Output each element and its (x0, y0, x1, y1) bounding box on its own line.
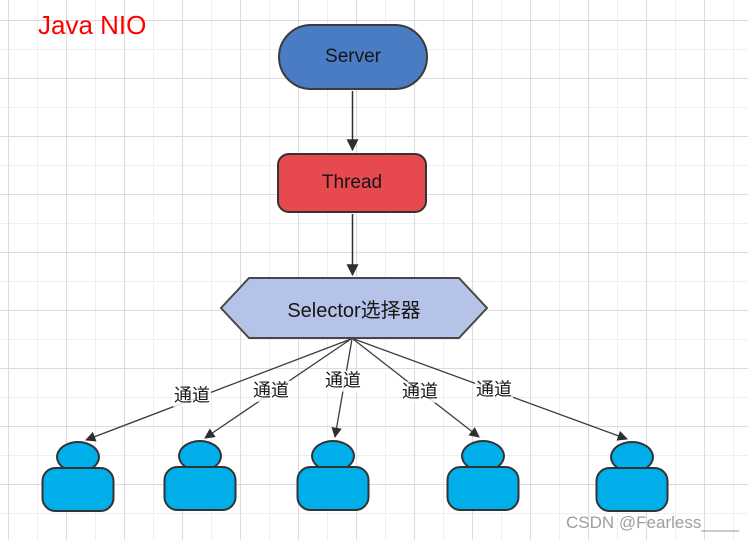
selector-hexagon-shape (219, 277, 489, 339)
client-3 (295, 440, 371, 512)
client-1 (40, 441, 116, 513)
person-body-icon (163, 466, 237, 511)
channel-label-3: 通道 (324, 370, 362, 392)
person-body-icon (296, 466, 370, 511)
thread-node: Thread (277, 153, 427, 213)
channel-label-1: 通道 (173, 385, 211, 407)
client-4 (445, 440, 521, 512)
selector-label: Selector选择器 (287, 299, 421, 322)
diagram-title: Java NIO (38, 10, 147, 40)
channel-label-4: 通道 (401, 381, 439, 403)
person-body-icon (446, 466, 520, 511)
channel-label-5: 通道 (475, 379, 513, 401)
server-label: Server (325, 46, 381, 67)
client-2 (162, 440, 238, 512)
channel-edge-1 (85, 338, 352, 442)
person-body-icon (41, 467, 115, 512)
person-body-icon (595, 467, 669, 512)
thread-label: Thread (321, 172, 383, 193)
client-5 (594, 441, 670, 513)
watermark: CSDN @Fearless____ (566, 513, 740, 532)
server-node: Server (278, 24, 428, 90)
channel-label-2: 通道 (252, 380, 290, 402)
selector-node-label-box: Selector选择器 (221, 278, 487, 338)
